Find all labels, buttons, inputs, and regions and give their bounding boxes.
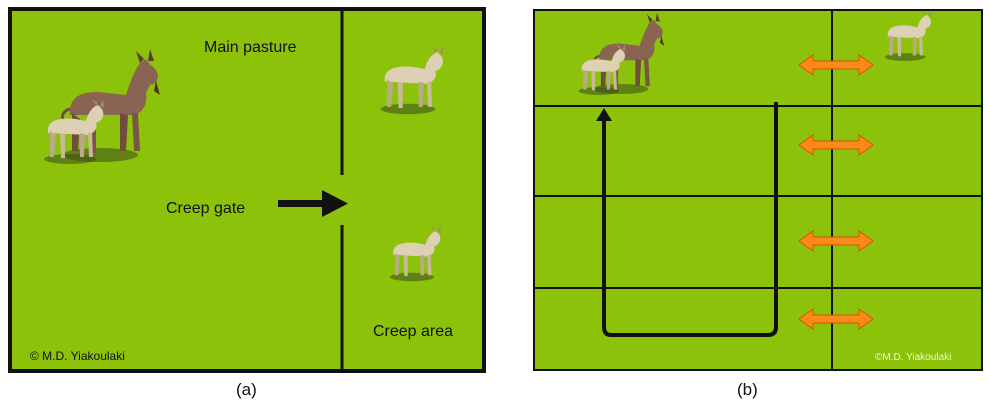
caption-a: (a)	[236, 380, 257, 399]
copyright-text: © M.D. Yiakoulaki	[30, 349, 125, 363]
rotation-path-arrow-icon	[596, 102, 778, 337]
main-pasture-area	[8, 7, 486, 373]
panel-b-diagram: ©M.D. Yiakoulaki	[533, 9, 983, 371]
double-headed-arrow-icon	[798, 134, 874, 156]
double-headed-arrow-icon	[798, 54, 874, 76]
double-headed-arrow-icon	[798, 230, 874, 252]
panel-a-diagram: Main pasture Creep gate Creep area © M.D…	[8, 7, 486, 373]
caption-b: (b)	[737, 380, 758, 399]
double-headed-arrow-icon	[798, 308, 874, 330]
main-pasture-label: Main pasture	[204, 39, 297, 56]
copyright-text: ©M.D. Yiakoulaki	[875, 352, 952, 363]
creep-gate-label: Creep gate	[166, 200, 246, 217]
creep-area-label: Creep area	[373, 323, 454, 340]
arrow-right-icon	[278, 190, 348, 217]
